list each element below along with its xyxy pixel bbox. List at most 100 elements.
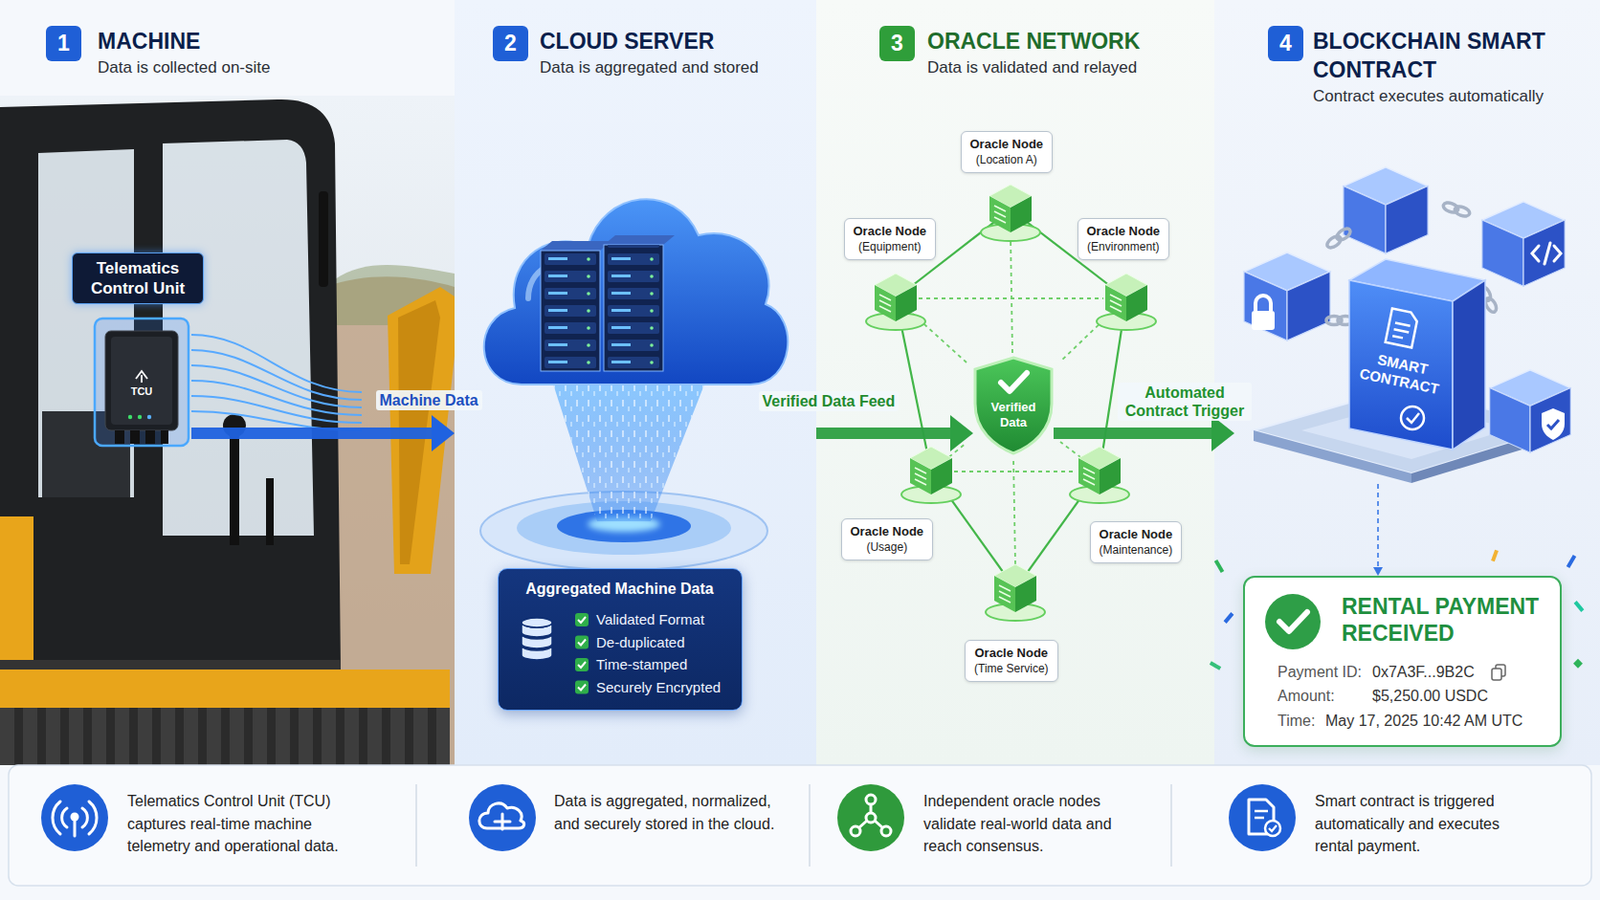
list-item: De-duplicated (596, 632, 686, 654)
device-label: TCU (91, 385, 192, 399)
excavator-illustration-part (0, 99, 341, 670)
tcu-device-shape-part (114, 430, 125, 445)
oracle-node-cubes-part (980, 184, 1041, 242)
summary-band-part (70, 813, 80, 823)
cloud-server-illustration-part (603, 244, 664, 372)
connector-line (1377, 484, 1379, 570)
smart-contract-cluster-part (1251, 311, 1275, 331)
excavator-illustration-part (0, 516, 34, 670)
smart-contract-cluster-part (1544, 243, 1551, 265)
oracle-network-links-part (895, 234, 1127, 565)
summary-band-part (52, 801, 61, 835)
data-card: Aggregated Machine DataValidated FormatD… (497, 568, 743, 712)
summary-band-part (88, 801, 97, 835)
smart-contract-cluster-part (1489, 370, 1572, 453)
summary-band-part (866, 795, 876, 805)
connector (1373, 484, 1383, 577)
column-panel: CLOUD SERVERData is aggregated and store… (454, 0, 817, 766)
telemetry-wires-part (191, 334, 362, 393)
card-title: Aggregated Machine Data (498, 578, 741, 600)
tcu-device-shape-part (135, 371, 148, 383)
summary-band-part (866, 813, 876, 823)
tcu-device: TCU (91, 315, 192, 449)
confetti-part (1214, 559, 1224, 574)
smart-contract-cluster-part (1541, 408, 1565, 441)
oracle-network-links-part (918, 297, 1104, 300)
connector-label: Machine Data (376, 390, 483, 411)
column-subtitle: Contract executes automatically (1312, 86, 1553, 108)
summary-band-part (41, 784, 109, 852)
node-title: Oracle Node (853, 222, 928, 240)
summary-band-part (837, 784, 905, 852)
tcu-device-shape-part (160, 430, 169, 445)
column-subtitle: Data is validated and relayed (927, 57, 1205, 79)
excavator-illustration-part (0, 708, 450, 766)
summary-band-part (468, 784, 536, 852)
oracle-network-links-part (1010, 234, 1013, 355)
summary-band-part (494, 814, 511, 830)
smart-contract-cluster-part (1343, 167, 1428, 254)
cloud-server-illustration-part (550, 375, 709, 522)
smart-contract-cluster-part (1453, 204, 1471, 219)
summary-band-part (1170, 784, 1173, 867)
column-title: BLOCKCHAIN SMART CONTRACT (1312, 26, 1553, 85)
summary-band-part (850, 826, 861, 837)
oracle-node-label: Oracle Node(Environment) (1077, 218, 1171, 261)
payment-icons-part (1265, 594, 1321, 650)
connector (816, 415, 974, 452)
telemetry-wires-part (191, 350, 362, 400)
cloud-server-illustration (480, 199, 788, 571)
smart-contract-cluster-part (1334, 226, 1353, 244)
column-subtitle: Data is aggregated and stored (539, 57, 808, 79)
excavator-illustration-part (0, 95, 455, 766)
connector-line (191, 427, 434, 440)
cloud-server-illustration-part (603, 244, 664, 372)
shield-text: Verified Data (984, 400, 1043, 431)
step-badge: 1 (45, 25, 82, 62)
aggregated-data-icons-part (575, 613, 589, 695)
cloud-server-illustration-part (550, 375, 709, 522)
confetti-part (1573, 659, 1583, 669)
node-title: Oracle Node (1099, 526, 1174, 543)
summary-band-part (8, 765, 1592, 887)
tcu-device-shape-part (137, 415, 142, 420)
connector-label: Automated Contract Trigger (1117, 382, 1252, 422)
summary-band-part (1268, 825, 1277, 832)
column-subtitle: Data is collected on-site (97, 57, 423, 79)
tcu-device-shape-part (94, 318, 189, 446)
smart-contract-block: SMART CONTRACT (1234, 157, 1581, 485)
shield-shape-part (1000, 373, 1027, 392)
aggregated-data-icons-part (521, 618, 553, 628)
node-subtitle: (Usage) (850, 539, 925, 556)
tcu-device-shape-part (145, 430, 156, 445)
cloud-server-illustration-part (540, 250, 600, 372)
smart-contract-cluster-part (1349, 280, 1453, 450)
aggregated-data-icons-part (577, 617, 586, 691)
tcu-device-shape-part (128, 415, 133, 420)
aggregated-data-icons-part (577, 617, 586, 623)
column-title: MACHINE (97, 26, 423, 56)
confetti-part (1574, 600, 1585, 613)
smart-contract-cluster-part (1554, 245, 1561, 262)
aggregated-data-icons-part (575, 636, 589, 650)
column-ground (454, 0, 817, 766)
oracle-node-cubes-part (985, 564, 1045, 622)
callout-text: Telematics Control Unit (82, 258, 194, 299)
summary-text: Independent oracle nodes validate real-w… (923, 790, 1134, 859)
field-value: May 17, 2025 10:42 AM UTC (1325, 711, 1523, 733)
aggregated-data-icons-part (575, 658, 589, 672)
verified-shield: Verified Data (973, 355, 1054, 456)
node-title: Oracle Node (970, 135, 1045, 153)
oracle-node-cubes-part (1069, 446, 1130, 504)
payment-card: RENTAL PAYMENT RECEIVEDPayment ID:0x7A3F… (1243, 576, 1562, 748)
smart-contract-cluster-part (1325, 234, 1343, 251)
field-key: Payment ID: (1277, 662, 1362, 684)
step-number: 1 (45, 25, 82, 62)
tcu-device-shape-part (130, 430, 140, 445)
summary-text: Telematics Control Unit (TCU) captures r… (127, 790, 362, 859)
aggregated-data-icons-part (521, 618, 553, 661)
node-subtitle: (Location A) (970, 152, 1045, 169)
cloud-server-illustration-part (540, 241, 612, 251)
summary-band-part (1254, 811, 1268, 819)
